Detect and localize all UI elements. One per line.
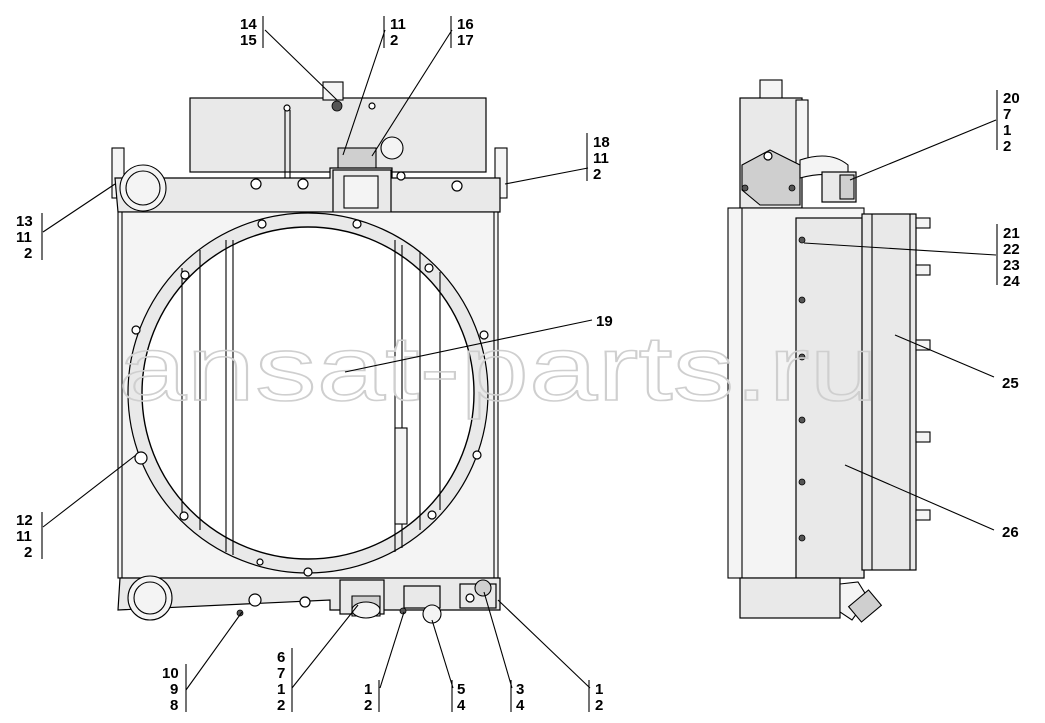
side-bottom-tank bbox=[739, 577, 841, 619]
callout-number-1: 1 bbox=[1003, 122, 1011, 139]
callout-number-23: 23 bbox=[1003, 257, 1020, 274]
callout-number-9: 9 bbox=[170, 681, 178, 698]
callout-number-11: 11 bbox=[593, 150, 609, 167]
callout-number-24: 24 bbox=[1003, 273, 1020, 290]
callout-number-2: 2 bbox=[593, 166, 601, 183]
side-bracket bbox=[741, 149, 801, 206]
callout-number-7: 7 bbox=[277, 665, 285, 682]
drain-valve bbox=[422, 604, 442, 624]
callout-number-8: 8 bbox=[170, 697, 178, 714]
callout-13-11-2: 13 11 2 bbox=[16, 213, 43, 262]
callout-number-1: 1 bbox=[277, 681, 285, 698]
callout-number-11: 11 bbox=[16, 528, 32, 545]
callout-18-11-2: 18 11 2 bbox=[586, 133, 610, 183]
callout-number-1: 1 bbox=[595, 681, 603, 698]
drain-valve-block bbox=[403, 585, 441, 609]
leader-lines bbox=[42, 29, 997, 691]
callout-number-13: 13 bbox=[16, 213, 33, 230]
callout-12-11-2: 12 11 2 bbox=[16, 512, 43, 561]
callout-number-2: 2 bbox=[277, 697, 285, 714]
upper-valve-knob bbox=[380, 136, 404, 160]
upper-outlet-port bbox=[343, 175, 379, 209]
callout-number-2: 2 bbox=[24, 544, 32, 561]
callout-19: 19 bbox=[596, 313, 613, 330]
callout-6-7-1-2: 6 7 1 2 bbox=[277, 648, 293, 714]
callout-number-22: 22 bbox=[1003, 241, 1020, 258]
callout-number-2: 2 bbox=[1003, 138, 1011, 155]
callout-number-2: 2 bbox=[24, 245, 32, 262]
callout-number-2: 2 bbox=[595, 697, 603, 714]
callout-14-15: 14 15 bbox=[240, 16, 264, 49]
side-filler-neck bbox=[759, 79, 783, 101]
callout-number-12: 12 bbox=[16, 512, 33, 529]
side-view bbox=[727, 79, 931, 623]
callout-1-2-bottom: 1 2 bbox=[364, 680, 380, 714]
fan-opening bbox=[141, 226, 475, 560]
callout-number-7: 7 bbox=[1003, 106, 1011, 123]
callout-number-19: 19 bbox=[596, 313, 613, 330]
callout-number-18: 18 bbox=[593, 134, 610, 151]
callout-number-21: 21 bbox=[1003, 225, 1020, 242]
callout-1-2-right: 1 2 bbox=[588, 680, 603, 714]
callout-10-9-8: 10 9 8 bbox=[162, 664, 187, 714]
callout-number-2: 2 bbox=[390, 32, 398, 49]
side-shroud-flange bbox=[861, 213, 917, 571]
callout-number-15: 15 bbox=[240, 32, 257, 49]
ring-bolts bbox=[131, 219, 489, 577]
filler-neck bbox=[322, 81, 344, 101]
callout-number-3: 3 bbox=[516, 681, 524, 698]
callout-25: 25 bbox=[1002, 375, 1019, 392]
callout-20-7-1-2: 20 7 1 2 bbox=[996, 90, 1020, 155]
callout-number-26: 26 bbox=[1002, 524, 1019, 541]
callout-number-20: 20 bbox=[1003, 90, 1020, 107]
callout-number-2: 2 bbox=[364, 697, 372, 714]
callout-number-11: 11 bbox=[16, 229, 32, 246]
right-lower-plug bbox=[474, 579, 492, 597]
callout-number-1: 1 bbox=[364, 681, 372, 698]
upper-left-pipe-inner bbox=[125, 170, 161, 206]
callout-number-4: 4 bbox=[516, 697, 525, 714]
callout-5-4: 5 4 bbox=[451, 680, 466, 714]
callout-number-11: 11 bbox=[390, 16, 406, 33]
callout-26: 26 bbox=[1002, 524, 1019, 541]
tank-bolt bbox=[368, 102, 376, 110]
callout-11-2-top: 11 2 bbox=[383, 16, 406, 49]
callout-number-4: 4 bbox=[457, 697, 466, 714]
callout-3-4: 3 4 bbox=[510, 680, 525, 714]
callout-number-17: 17 bbox=[457, 32, 474, 49]
callout-number-6: 6 bbox=[277, 649, 285, 666]
callout-16-17: 16 17 bbox=[450, 16, 474, 49]
filler-cap-bolt bbox=[331, 100, 343, 112]
tank-bolt bbox=[283, 104, 291, 112]
upper-cross-member bbox=[114, 167, 501, 213]
watermark-text: ansat-parts.ru bbox=[118, 318, 878, 420]
side-bolts bbox=[798, 236, 806, 542]
callout-number-10: 10 bbox=[162, 665, 179, 682]
side-plate bbox=[795, 217, 865, 579]
callout-number-14: 14 bbox=[240, 16, 257, 33]
front-view bbox=[111, 81, 508, 624]
callout-number-5: 5 bbox=[457, 681, 465, 698]
callout-number-25: 25 bbox=[1002, 375, 1019, 392]
callout-21-24: 21 22 23 24 bbox=[996, 224, 1020, 290]
callout-number-16: 16 bbox=[457, 16, 474, 33]
